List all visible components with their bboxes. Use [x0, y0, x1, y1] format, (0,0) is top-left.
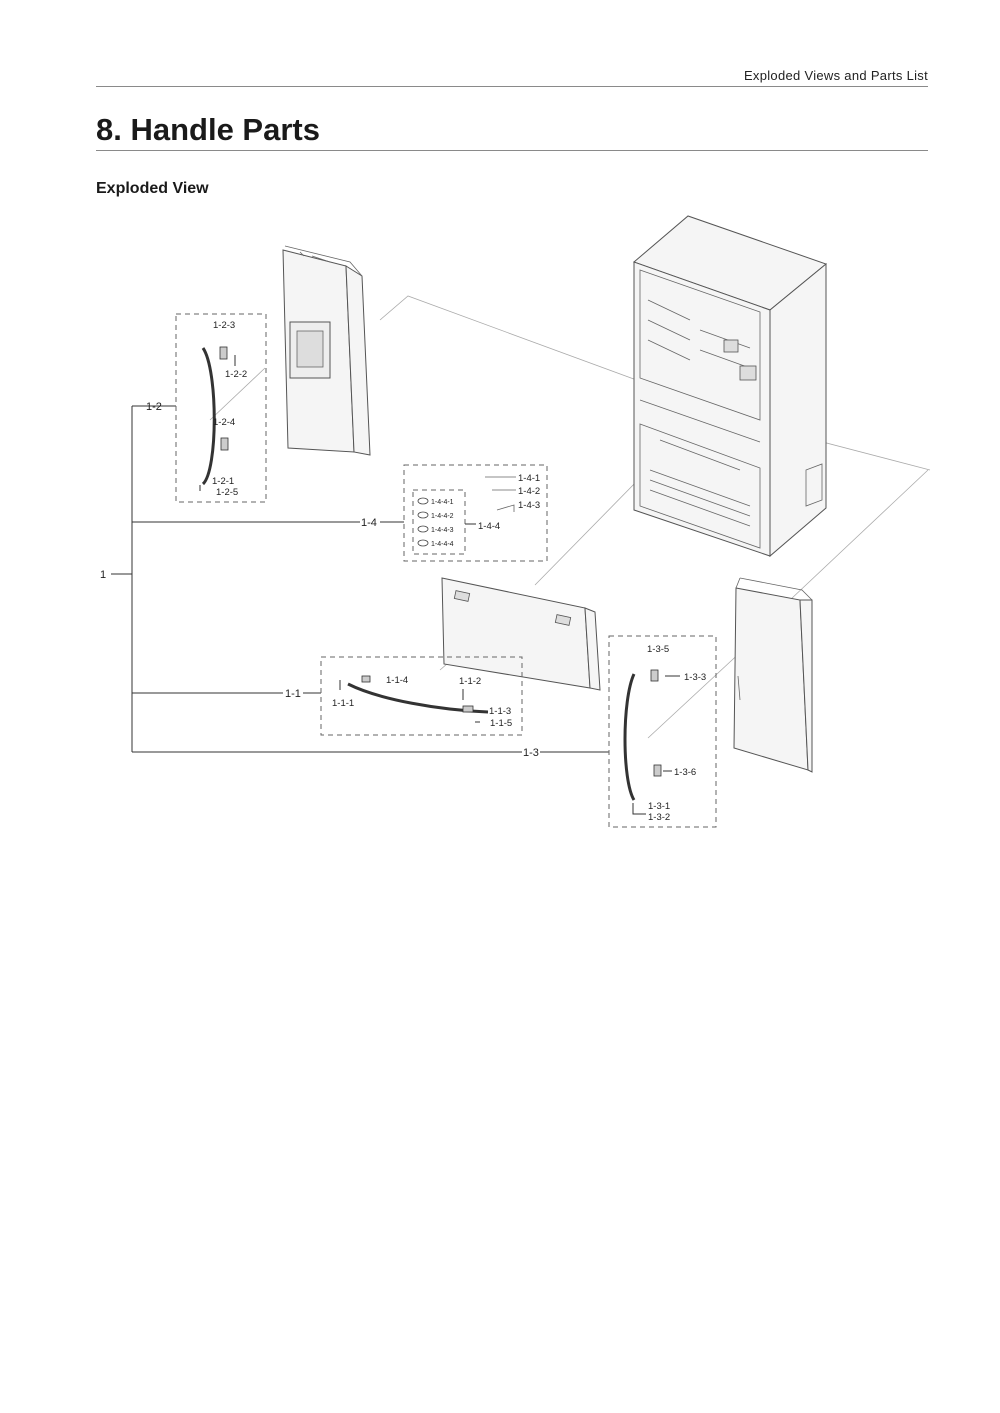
parts-group-1-3: 1-3-5 1-3-3 1-3-6 1-3-1 1-3-2 [608, 635, 717, 828]
part-1-3-6: 1-3-6 [674, 767, 696, 778]
part-1-2-1: 1-2-1 [212, 476, 234, 487]
part-1-4-4-1: 1-4-4-1 [431, 499, 454, 506]
page-title: 8. Handle Parts [96, 110, 928, 151]
running-header: Exploded Views and Parts List [96, 68, 928, 87]
right-door-illustration [733, 577, 813, 773]
part-1-4-3: 1-4-3 [518, 500, 540, 511]
drawer-illustration [441, 577, 601, 691]
part-1-2-3: 1-2-3 [213, 320, 235, 331]
label-group-1-4: 1-4 [361, 517, 377, 529]
parts-group-1-4: 1-4-1 1-4-2 1-4-3 1-4-4 1-4-4-1 1-4-4-2 … [403, 464, 548, 562]
part-1-1-4: 1-1-4 [386, 675, 408, 686]
parts-group-1-2: 1-2-3 1-2-2 1-2-4 1-2-1 1-2-5 [175, 313, 267, 503]
part-1-4-2: 1-4-2 [518, 486, 540, 497]
part-1-3-5: 1-3-5 [647, 644, 669, 655]
part-1-2-2: 1-2-2 [225, 369, 247, 380]
cabinet-illustration [633, 215, 828, 558]
parts-group-1-1: 1-1-4 1-1-2 1-1-1 1-1-3 1-1-5 [320, 656, 523, 736]
part-1-2-5: 1-2-5 [216, 487, 238, 498]
part-1-3-1: 1-3-1 [648, 801, 670, 812]
label-group-1-1: 1-1 [285, 688, 301, 700]
part-1-2-4: 1-2-4 [213, 417, 235, 428]
left-door-illustration [282, 245, 371, 456]
part-1-1-2: 1-1-2 [459, 676, 481, 687]
part-1-3-3: 1-3-3 [684, 672, 706, 683]
section-title: Exploded View [96, 180, 209, 197]
label-assembly: 1 [100, 569, 106, 581]
part-1-1-3: 1-1-3 [489, 706, 511, 717]
running-header-title: Exploded Views and Parts List [743, 68, 928, 83]
label-group-1-2: 1-2 [146, 401, 162, 413]
part-1-3-2: 1-3-2 [648, 812, 670, 823]
part-1-1-5: 1-1-5 [490, 718, 512, 729]
part-1-4-4-3: 1-4-4-3 [431, 527, 454, 534]
part-1-4-4-4: 1-4-4-4 [431, 541, 454, 548]
part-1-4-1: 1-4-1 [518, 473, 540, 484]
label-group-1-3: 1-3 [523, 747, 539, 759]
part-1-4-4: 1-4-4 [478, 521, 500, 532]
part-1-4-4-2: 1-4-4-2 [431, 513, 454, 520]
part-1-1-1: 1-1-1 [332, 698, 354, 709]
assembly-tree: 1 1-2 1-4 1-1 1-3 [100, 401, 609, 759]
